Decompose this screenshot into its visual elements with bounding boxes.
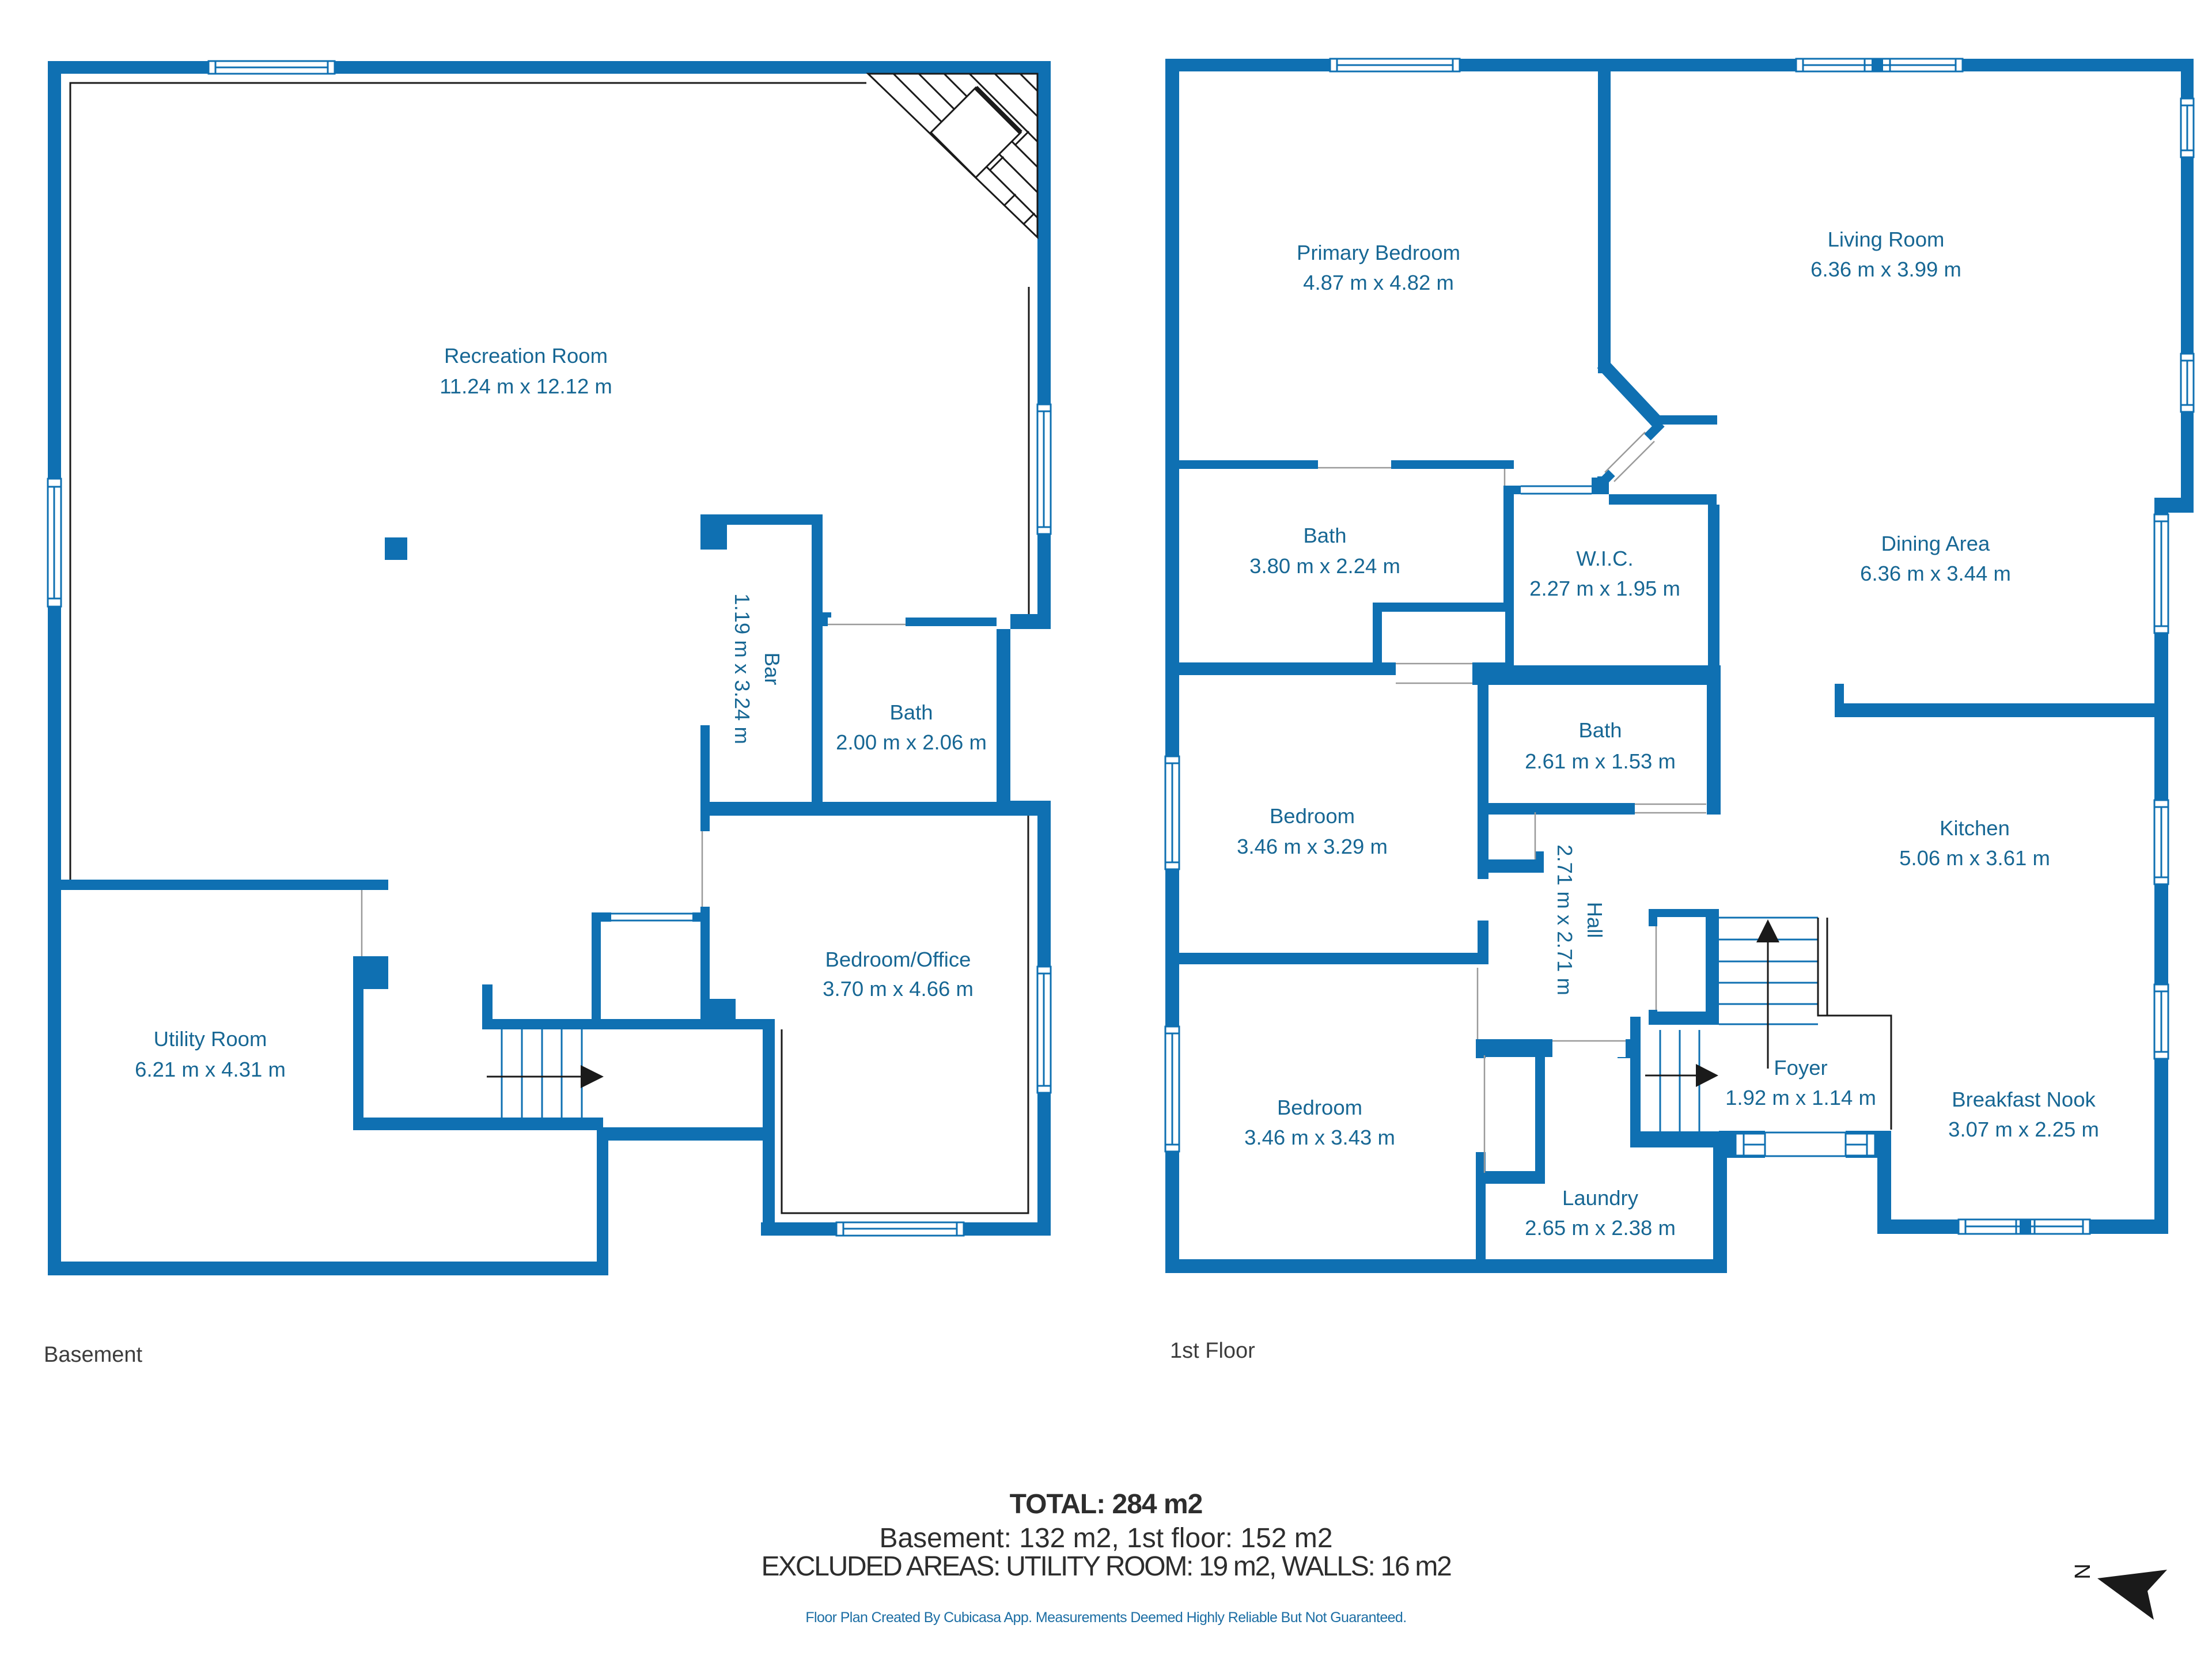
- svg-text:Utility Room: Utility Room: [154, 1027, 267, 1051]
- svg-text:Breakfast Nook: Breakfast Nook: [1952, 1088, 2096, 1111]
- svg-text:Bath: Bath: [889, 700, 933, 724]
- svg-text:3.46 m x 3.29 m: 3.46 m x 3.29 m: [1237, 835, 1388, 858]
- svg-text:1.92 m x 1.14 m: 1.92 m x 1.14 m: [1725, 1086, 1876, 1109]
- svg-text:TOTAL: 284 m2: TOTAL: 284 m2: [1010, 1489, 1203, 1520]
- svg-text:2.61 m x 1.53 m: 2.61 m x 1.53 m: [1525, 749, 1676, 773]
- svg-text:Hall: Hall: [1583, 902, 1607, 938]
- svg-text:3.07 m x 2.25 m: 3.07 m x 2.25 m: [1948, 1118, 2099, 1141]
- svg-text:Living Room: Living Room: [1828, 228, 1945, 251]
- svg-text:3.46 m x 3.43 m: 3.46 m x 3.43 m: [1244, 1126, 1395, 1149]
- svg-text:Bar: Bar: [760, 653, 784, 685]
- svg-text:Bedroom: Bedroom: [1270, 804, 1355, 828]
- svg-text:Bedroom/Office: Bedroom/Office: [825, 948, 971, 971]
- svg-text:Kitchen: Kitchen: [1940, 816, 2010, 840]
- svg-text:6.36 m x 3.99 m: 6.36 m x 3.99 m: [1810, 257, 1961, 281]
- svg-text:Recreation Room: Recreation Room: [444, 344, 608, 368]
- svg-text:Foyer: Foyer: [1774, 1056, 1827, 1080]
- svg-text:2.65 m x 2.38 m: 2.65 m x 2.38 m: [1525, 1216, 1676, 1240]
- svg-text:Floor Plan Created By Cubicasa: Floor Plan Created By Cubicasa App. Meas…: [805, 1609, 1406, 1626]
- svg-text:6.36 m x 3.44 m: 6.36 m x 3.44 m: [1860, 562, 2011, 585]
- svg-text:6.21 m x 4.31 m: 6.21 m x 4.31 m: [135, 1058, 286, 1081]
- svg-text:Bath: Bath: [1578, 718, 1622, 742]
- svg-text:5.06 m x 3.61 m: 5.06 m x 3.61 m: [1899, 846, 2050, 870]
- svg-text:N: N: [2071, 1563, 2095, 1579]
- svg-text:2.27 m x 1.95 m: 2.27 m x 1.95 m: [1529, 577, 1680, 600]
- svg-text:W.I.C.: W.I.C.: [1576, 547, 1633, 570]
- svg-text:Bedroom: Bedroom: [1277, 1096, 1362, 1119]
- svg-text:3.70 m x 4.66 m: 3.70 m x 4.66 m: [823, 977, 974, 1001]
- svg-text:Dining Area: Dining Area: [1881, 532, 1990, 555]
- svg-text:3.80 m x 2.24 m: 3.80 m x 2.24 m: [1249, 554, 1400, 578]
- svg-text:2.71 m x 2.71 m: 2.71 m x 2.71 m: [1553, 844, 1577, 995]
- svg-text:4.87 m x 4.82 m: 4.87 m x 4.82 m: [1303, 271, 1454, 294]
- svg-text:Basement: 132 m2, 1st floor: 1: Basement: 132 m2, 1st floor: 152 m2: [879, 1523, 1332, 1554]
- svg-text:11.24 m x 12.12 m: 11.24 m x 12.12 m: [440, 374, 612, 398]
- svg-text:Laundry: Laundry: [1562, 1186, 1639, 1210]
- svg-text:Primary Bedroom: Primary Bedroom: [1297, 241, 1460, 264]
- svg-text:Basement: Basement: [44, 1343, 143, 1367]
- svg-text:1st Floor: 1st Floor: [1170, 1339, 1255, 1363]
- svg-text:2.00 m x 2.06 m: 2.00 m x 2.06 m: [836, 730, 987, 754]
- svg-text:1.19 m x 3.24 m: 1.19 m x 3.24 m: [730, 593, 754, 744]
- svg-text:EXCLUDED AREAS: UTILITY ROOM:: EXCLUDED AREAS: UTILITY ROOM: 19 m2, WAL…: [761, 1551, 1451, 1582]
- svg-text:Bath: Bath: [1303, 524, 1346, 547]
